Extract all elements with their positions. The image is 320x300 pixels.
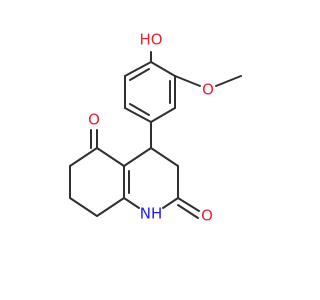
bond [123,147,152,167]
bond [96,197,125,217]
bond [150,147,179,167]
lactam-oxygen-label: O [201,207,213,225]
bond [69,147,98,167]
structure-diagram: HO O O O NH [69,31,242,225]
bond [177,197,200,212]
bond [124,107,152,123]
atom-label-layer: HO O O O NH [88,31,214,225]
ketone-oxygen-label: O [88,111,100,129]
methoxy-oxygen-label: O [202,81,214,99]
bond [215,75,242,87]
bond [124,61,152,77]
hydroxyl-label: HO [139,31,162,49]
molecule-canvas: HO O O O NH [69,30,242,225]
bond [123,197,140,209]
bond [174,75,201,87]
bond [129,103,150,116]
bond [96,147,125,167]
bond [129,68,150,81]
bond [150,61,176,77]
bond [177,204,199,219]
bond [69,197,98,217]
amine-label: NH [140,205,163,223]
bond-layer [69,51,242,219]
bond [150,107,176,123]
bond [162,197,179,209]
